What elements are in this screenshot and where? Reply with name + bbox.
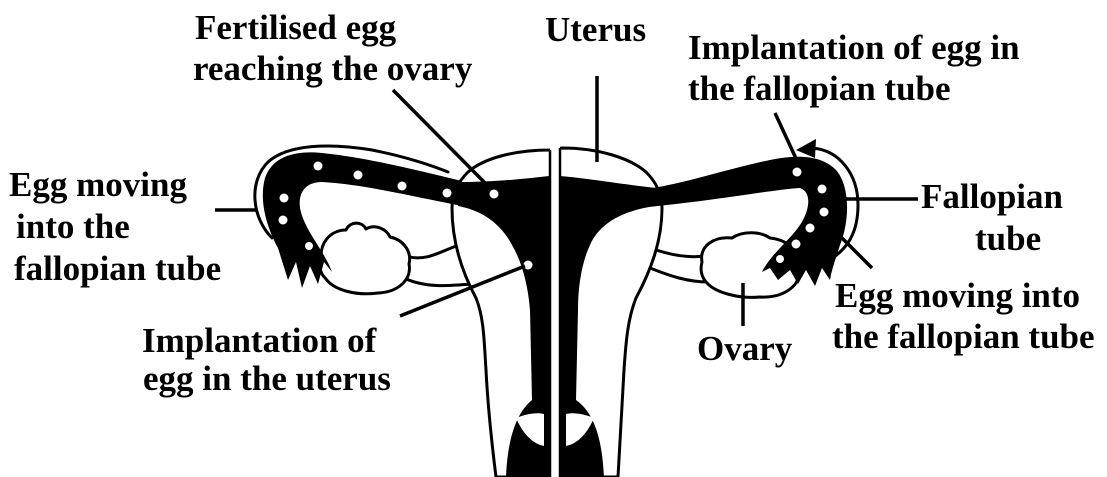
label-uterus: Uterus: [545, 10, 646, 49]
fertilised-egg-dot: [490, 190, 499, 199]
egg-dot: [818, 185, 827, 194]
implanted-egg-uterus-dot: [524, 261, 533, 270]
egg-dot: [443, 189, 452, 198]
midline-divider: [550, 146, 560, 477]
label-fallopian-tube-line1: Fallopian: [921, 177, 1063, 216]
label-egg-moving-left-line3: fallopian tube: [14, 249, 221, 288]
label-egg-moving-right-line1: Egg moving into: [835, 276, 1080, 315]
label-egg-moving-right-line2: the fallopian tube: [832, 317, 1095, 356]
egg-dot: [354, 171, 363, 180]
label-fertilised-egg-line1: Fertilised egg: [195, 8, 397, 47]
right-ovarian-ligament: [650, 250, 708, 282]
label-implantation-tube-line1: Implantation of egg in: [688, 28, 1020, 67]
egg-dot: [792, 240, 801, 249]
leader-egg-moving-right: [842, 238, 872, 268]
label-egg-moving-left-line2: into the: [16, 207, 130, 246]
egg-dot: [314, 162, 323, 171]
label-implantation-uterus-line1: Implantation of: [142, 321, 377, 360]
leader-implantation-tube: [775, 113, 799, 165]
implanted-egg-tube-dot: [793, 168, 802, 177]
label-egg-moving-left-line1: Egg moving: [9, 165, 187, 204]
right-tube-arrowhead-icon: [796, 139, 816, 158]
egg-dot: [398, 182, 407, 191]
egg-dot: [806, 224, 815, 233]
egg-dot: [280, 194, 289, 203]
label-ovary: Ovary: [697, 329, 793, 368]
left-ovary: [320, 223, 409, 294]
egg-dot: [279, 216, 288, 225]
label-implantation-uterus-line2: egg in the uterus: [143, 359, 391, 398]
label-fertilised-egg-line2: reaching the ovary: [193, 49, 473, 88]
released-egg-left: [304, 241, 314, 251]
label-implantation-tube-line2: the fallopian tube: [688, 69, 951, 108]
label-fallopian-tube-line2: tube: [975, 219, 1041, 258]
egg-dot: [820, 208, 829, 217]
released-egg-right: [775, 254, 785, 264]
